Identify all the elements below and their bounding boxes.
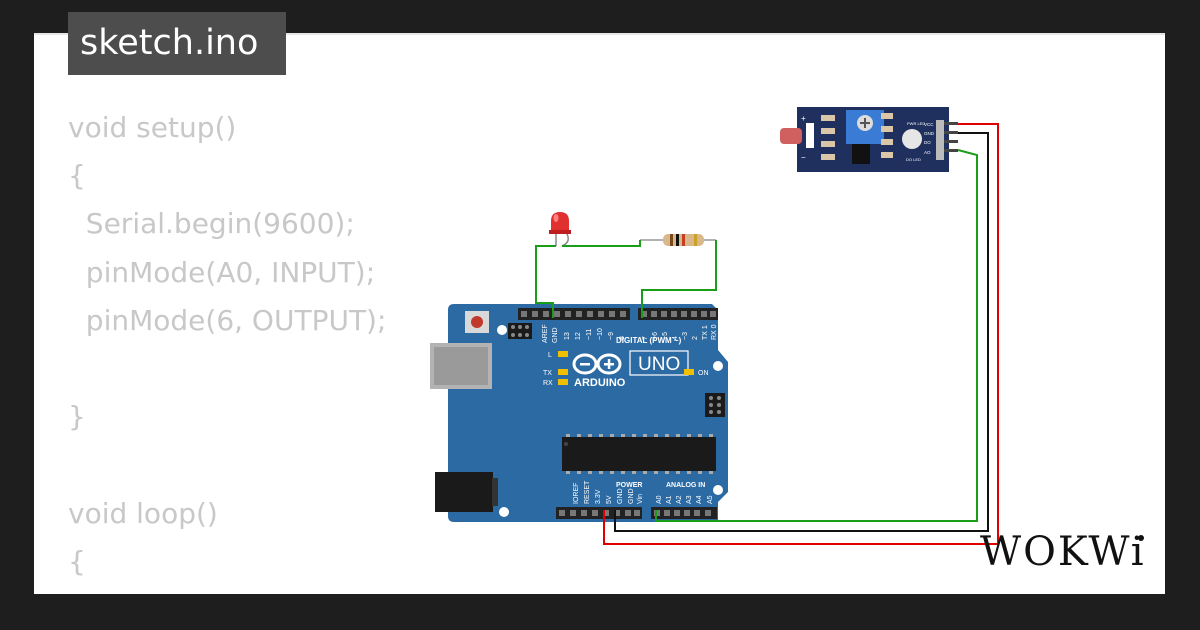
code-line[interactable]: pinMode(6, OUTPUT); [68, 303, 387, 337]
pwr-led-label: PWR LED [907, 121, 925, 126]
code-line[interactable]: void setup() [68, 111, 237, 144]
digital-pin-label: ~5 [662, 332, 669, 340]
analog-pin-label: A4 [696, 495, 703, 504]
wire-ao-a0[interactable] [655, 149, 978, 522]
power-pin-label: GND [617, 488, 624, 504]
led-on [684, 369, 694, 375]
code-line[interactable]: int ldr_val = analogRead(A0); [68, 586, 428, 594]
sensor-pin-label: AO [924, 150, 931, 155]
led-on-label: ON [698, 370, 709, 377]
frame-edge [1166, 0, 1200, 630]
plus-label: + [801, 114, 806, 123]
digital-header-right[interactable] [638, 308, 718, 320]
power-pin-label: IOREF [573, 483, 580, 504]
power-pin-label: Vin [637, 494, 644, 504]
minus-label: − [801, 153, 806, 162]
pwr-led [902, 129, 922, 149]
power-header[interactable] [556, 507, 642, 519]
digital-pin-label: 2 [692, 336, 699, 340]
analog-header-label: ANALOG IN [666, 482, 705, 489]
digital-pin-label: 13 [564, 332, 571, 340]
digital-pin-label: 7 [642, 336, 649, 340]
arduino-logo [572, 353, 622, 375]
digital-pin-label: RX 0 [711, 324, 718, 340]
analog-pin-label: A1 [666, 495, 673, 504]
analog-pin-label: A3 [686, 495, 693, 504]
digital-pin-label: 8 [619, 336, 626, 340]
led-rx-label: RX [543, 380, 553, 387]
sensor-pin-label: GND [924, 131, 935, 136]
sensor-pin-labels: VCC GND DO AO [924, 122, 935, 155]
microcontroller-chip [562, 437, 716, 471]
led-rx [558, 379, 568, 385]
analog-pin-label: A2 [676, 495, 683, 504]
code-editor[interactable]: void setup() { Serial.begin(9600); pinMod… [68, 104, 428, 594]
power-jack [435, 472, 493, 512]
power-pin-label: GND [628, 488, 635, 504]
digital-pin-label: TX 1 [702, 325, 709, 340]
aref-label: AREF [542, 324, 549, 343]
code-line[interactable]: pinMode(A0, INPUT); [68, 255, 376, 289]
code-line[interactable]: void loop() [68, 496, 218, 530]
ldr-sensor-module[interactable]: + − PWR LED DO LED VCC GND DO AO [780, 107, 958, 172]
digital-pin-label: ~11 [586, 329, 593, 340]
digital-pin-label: ~6 [652, 332, 659, 340]
model-label: UNO [638, 354, 680, 375]
wire-vcc-5v[interactable] [603, 123, 999, 545]
wire-led-resistor[interactable] [562, 240, 641, 247]
code-line[interactable]: Serial.begin(9600); [68, 207, 355, 241]
red-led[interactable] [549, 212, 571, 247]
gnd-label: GND [552, 327, 559, 343]
digital-pin-label: ~9 [608, 332, 615, 340]
power-pin-label: 3.3V [595, 489, 602, 504]
digital-pin-label: ~10 [597, 328, 604, 340]
do-led-label: DO LED [906, 157, 921, 162]
digital-pin-label: ~3 [682, 332, 689, 340]
file-tab[interactable]: sketch.ino [68, 12, 286, 75]
wire-gnd-gnd[interactable] [614, 132, 989, 532]
led-l [558, 351, 568, 357]
code-line[interactable]: { [68, 159, 86, 193]
power-pin-label: RESET [584, 480, 591, 504]
wire-resistor-pin6[interactable] [641, 240, 717, 318]
svg-text:WOKWi: WOKWi [980, 529, 1146, 575]
code-line[interactable]: } [68, 400, 86, 434]
led-l-label: L [548, 352, 552, 359]
led-tx [558, 369, 568, 375]
wokwi-logo: WOKWi [980, 529, 1146, 575]
analog-pin-label: A5 [707, 495, 714, 504]
digital-header-label: DIGITAL (PWM ~) [616, 336, 682, 345]
resistor[interactable] [640, 234, 716, 246]
brand-label: ARDUINO [574, 377, 626, 389]
digital-pin-label: 12 [575, 332, 582, 340]
photoresistor [780, 128, 802, 144]
sensor-pin-label: VCC [924, 122, 934, 127]
analog-pin-label: A0 [656, 495, 663, 504]
power-header-label: POWER [616, 482, 642, 489]
power-pin-label: 5V [606, 495, 613, 504]
sensor-pin-label: DO [924, 140, 931, 145]
code-line[interactable]: { [68, 544, 86, 578]
wire-led-gnd[interactable] [535, 245, 556, 318]
led-tx-label: TX [543, 370, 552, 377]
digital-pin-label: 4 [672, 336, 679, 340]
